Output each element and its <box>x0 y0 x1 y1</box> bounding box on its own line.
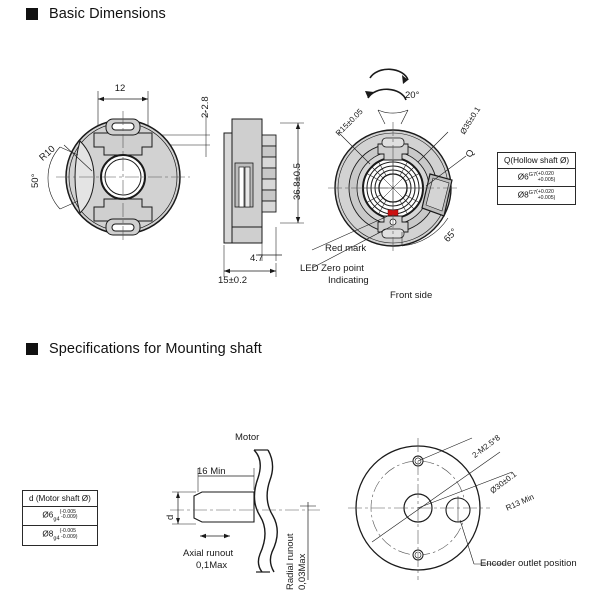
motor-shaft-fit-2: g4 <box>53 535 60 542</box>
shaft-runout-drawing <box>150 428 330 598</box>
section-bullet-icon-2 <box>26 343 38 355</box>
label-axial-runout-value: 0,1Max <box>196 560 228 571</box>
dimension-12: 12 <box>114 83 126 94</box>
dimension-2-2point8: 2-2.8 <box>200 96 211 118</box>
hollow-shaft-row-2: Ø8G7(+0.020 +0.005) <box>496 186 577 206</box>
hollow-shaft-table-header: Q(Hollow shaft Ø) <box>496 152 577 169</box>
annotation-led-zero-point-line2: Indicating <box>328 275 369 286</box>
label-axial-runout: Axial runout <box>183 548 234 559</box>
table-row-header: Q(Hollow shaft Ø) <box>496 152 577 169</box>
dimension-4point7: 4.7 <box>250 253 264 264</box>
motor-shaft-tolerance-1: (-0.005 -0.009) <box>59 509 78 521</box>
annotation-led-zero-point: LED Zero point <box>300 263 364 274</box>
hollow-shaft-table: Q(Hollow shaft Ø) Ø6G7(+0.020 +0.005) Ø8… <box>496 152 577 206</box>
table-row: Ø6g4(-0.005 -0.009) <box>22 505 98 527</box>
dimension-36point8: 36.8±0.5 <box>292 163 303 200</box>
dimension-20-degrees: 20° <box>405 90 420 101</box>
motor-shaft-tolerance-2: (-0.005 -0.009) <box>59 528 78 540</box>
label-radial-runout: Radial runout <box>285 533 296 590</box>
motor-shaft-fit-1: g4 <box>53 516 60 523</box>
mount-face-drawing <box>340 430 590 600</box>
side-view-drawing <box>218 105 328 285</box>
dimension-16-min: 16 Min <box>197 466 226 477</box>
front-view-drawing <box>311 60 510 269</box>
motor-shaft-nominal-1: Ø6 <box>42 510 54 520</box>
hollow-shaft-tolerance-2: (+0.020 +0.005) <box>536 189 556 201</box>
hollow-shaft-row-1: Ø6G7(+0.020 +0.005) <box>496 167 577 188</box>
motor-shaft-nominal-2: Ø8 <box>42 529 54 539</box>
hollow-shaft-nominal-2: Ø8 <box>517 190 529 200</box>
section-heading-mounting-shaft: Specifications for Mounting shaft <box>26 341 262 357</box>
dimension-50-degrees: 50° <box>30 173 41 188</box>
dimension-15: 15±0.2 <box>218 275 247 286</box>
caption-front-side: Front side <box>390 290 433 301</box>
label-radial-runout-value: 0,03Max <box>297 553 308 590</box>
motor-shaft-table-header: d (Motor shaft Ø) <box>22 490 98 507</box>
hollow-shaft-nominal-1: Ø6 <box>517 172 529 182</box>
motor-shaft-row-2: Ø8g4(-0.005 -0.009) <box>22 525 98 546</box>
dimension-d: d <box>165 514 176 520</box>
section-title-2: Specifications for Mounting shaft <box>49 341 262 357</box>
label-motor: Motor <box>235 432 260 443</box>
motor-shaft-row-1: Ø6g4(-0.005 -0.009) <box>22 505 98 527</box>
hollow-shaft-tolerance-1: (+0.020 +0.005) <box>536 171 556 183</box>
table-row: Ø8g4(-0.005 -0.009) <box>22 525 98 546</box>
table-row: Ø6G7(+0.020 +0.005) <box>496 167 577 188</box>
label-encoder-outlet-position: Encoder outlet position <box>480 558 577 569</box>
table-row: Ø8G7(+0.020 +0.005) <box>496 186 577 206</box>
table-row-header: d (Motor shaft Ø) <box>22 490 98 507</box>
motor-shaft-table: d (Motor shaft Ø) Ø6g4(-0.005 -0.009) Ø8… <box>22 490 98 546</box>
hollow-shaft-fit-2: G7 <box>528 190 537 197</box>
rear-view-drawing <box>20 75 230 250</box>
section-bullet-icon <box>26 8 38 20</box>
section-title: Basic Dimensions <box>49 6 166 22</box>
annotation-red-mark: Red mark <box>325 243 367 254</box>
section-heading-basic-dimensions: Basic Dimensions <box>26 6 166 22</box>
hollow-shaft-fit-1: G7 <box>528 172 537 178</box>
